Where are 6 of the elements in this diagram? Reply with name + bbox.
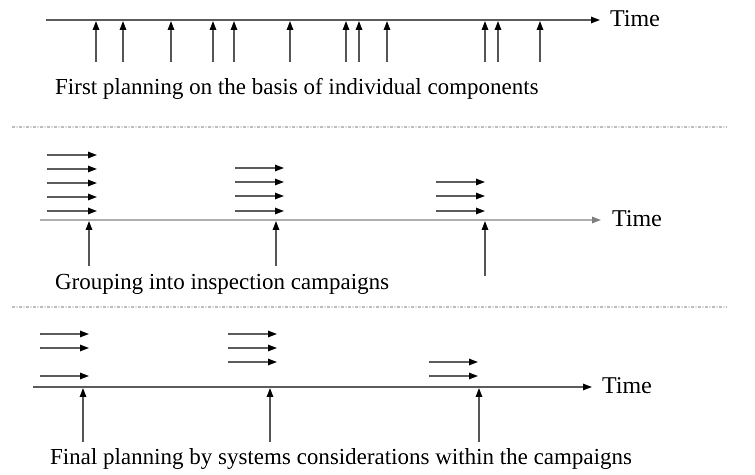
axis-label: Time xyxy=(612,206,662,232)
caption: First planning on the basis of individual components xyxy=(55,74,539,100)
axis-label: Time xyxy=(610,6,660,32)
axis-label: Time xyxy=(602,373,652,399)
caption: Grouping into inspection campaigns xyxy=(55,269,390,295)
caption: Final planning by systems considerations within the campaigns xyxy=(50,444,632,470)
